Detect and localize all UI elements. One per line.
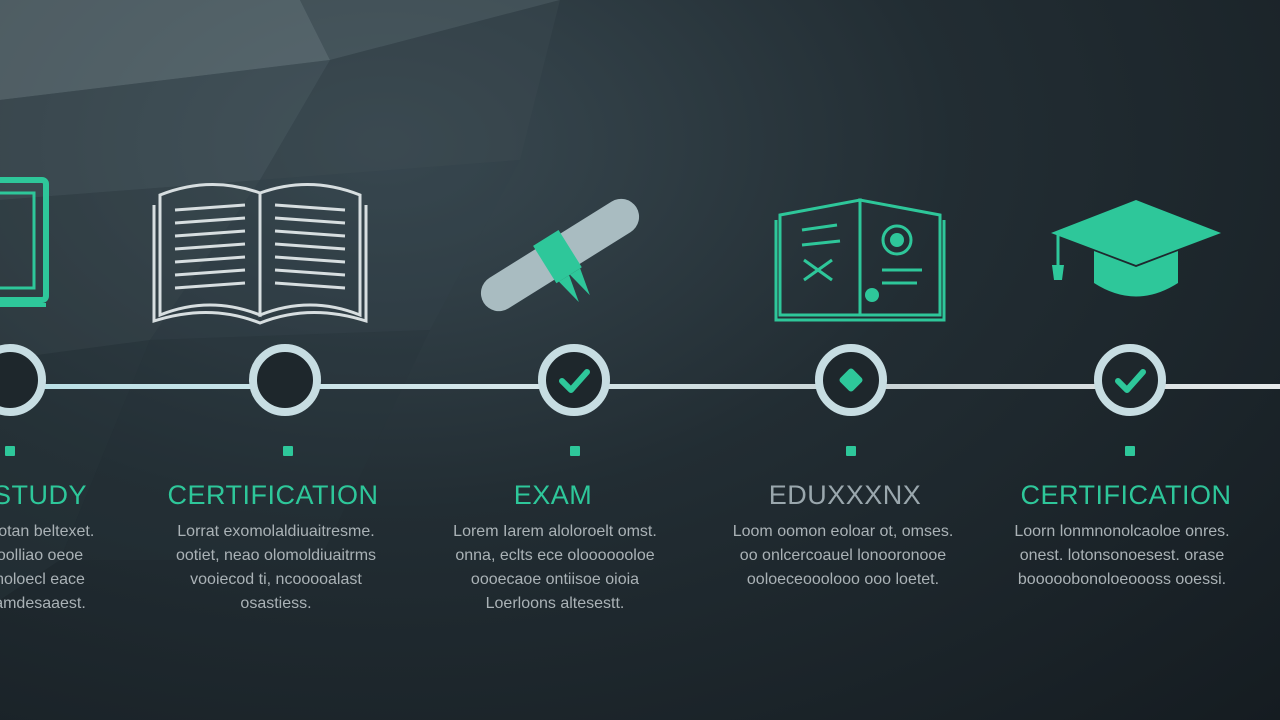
step-description-5: Loorn lonmnonolcaoloe onres. onest. loto… <box>1014 523 1230 588</box>
timeline-marker-4 <box>846 446 856 456</box>
timeline-marker-5 <box>1125 446 1135 456</box>
timeline-step-2: CERTIFICATION Lorrat exomolaldiuaitresme… <box>0 0 378 720</box>
diamond-icon <box>839 368 863 392</box>
timeline-marker-2 <box>283 446 293 456</box>
step-description-4: Loom oomon eoloar ot, omses. oo onlcerco… <box>732 523 954 588</box>
diploma-scroll-icon <box>480 198 640 312</box>
step-title-4: EDUXXXNX <box>768 480 922 510</box>
timeline-node-3 <box>538 344 610 416</box>
step-title-5: CERTIFICATION <box>1020 480 1232 510</box>
step-title-3: EXAM <box>513 480 593 510</box>
timeline-node-4 <box>815 344 887 416</box>
timeline-step-4: EDUXXXNX Loom oomon eoloar ot, omses. oo… <box>0 0 953 720</box>
timeline-step-3: EXAM Lorem Iarem aloloroelt omst. onna, … <box>0 0 657 720</box>
timeline-step-5: CERTIFICATION Loorn lonmnonolcaoloe onre… <box>0 0 1231 720</box>
step-description-3: Lorem Iarem aloloroelt omst. onna, eclts… <box>453 523 657 612</box>
timeline-node-2 <box>249 344 321 416</box>
step-title-2: CERTIFICATION <box>167 480 379 510</box>
timeline-step-1: STUDY oiotan beltexet. oolliao oeoe nolo… <box>0 0 260 720</box>
timeline-line <box>0 384 1280 389</box>
check-icon <box>1115 369 1146 393</box>
step-description-2: Lorrat exomolaldiuaitresme. ootiet, neao… <box>175 523 377 612</box>
open-book-icon <box>152 182 368 325</box>
timeline-marker-3 <box>570 446 580 456</box>
timeline-marker-1 <box>5 446 15 456</box>
book-icon <box>0 177 49 307</box>
certificate-icon <box>774 198 946 322</box>
timeline-node-5 <box>1094 344 1166 416</box>
check-icon <box>559 369 590 393</box>
graduation-cap-icon <box>1051 200 1221 297</box>
step-description-1: oiotan beltexet. oolliao oeoe noloecl ea… <box>0 523 95 612</box>
step-title-1: STUDY <box>0 480 87 510</box>
